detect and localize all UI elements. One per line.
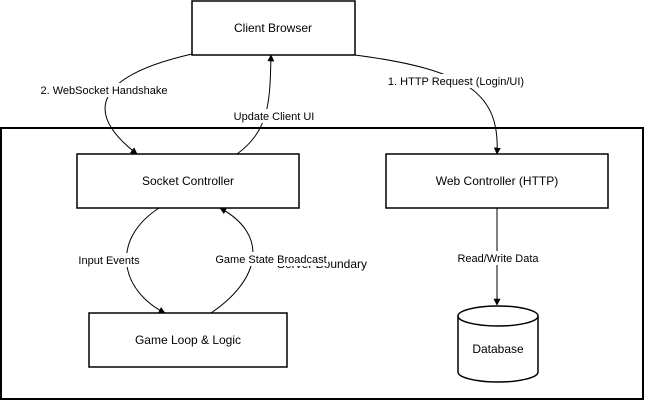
node-database: Database [457,305,539,383]
edge-label-update-client-ui-text: Update Client UI [234,111,315,123]
node-database-label: Database [472,342,524,356]
edge-label-websocket-handshake-text: 2. WebSocket Handshake [41,85,168,97]
node-web-controller: Web Controller (HTTP) [385,153,609,209]
edge-label-input-events: Input Events [76,253,142,267]
node-game-loop: Game Loop & Logic [88,312,288,368]
edge-label-websocket-handshake: 2. WebSocket Handshake [38,83,170,97]
node-client-browser-label: Client Browser [234,21,312,35]
node-game-loop-label: Game Loop & Logic [135,333,241,347]
edge-label-input-events-text: Input Events [78,255,140,267]
edge-label-http-request-text: 1. HTTP Request (Login/UI) [388,76,524,88]
edge-label-update-client-ui: Update Client UI [231,109,317,123]
edge-label-read-write-data-text: Read/Write Data [457,253,539,265]
node-socket-controller: Socket Controller [76,153,300,209]
node-socket-controller-label: Socket Controller [142,174,234,188]
node-web-controller-label: Web Controller (HTTP) [436,174,558,188]
edge-label-game-state-broadcast-text: Game State Broadcast [215,254,326,266]
edge-label-http-request: 1. HTTP Request (Login/UI) [386,74,526,88]
edge-http-request [354,54,501,155]
edge-label-read-write-data: Read/Write Data [456,251,540,265]
edge-label-game-state-broadcast: Game State Broadcast [213,252,328,266]
node-client-browser: Client Browser [191,0,356,56]
